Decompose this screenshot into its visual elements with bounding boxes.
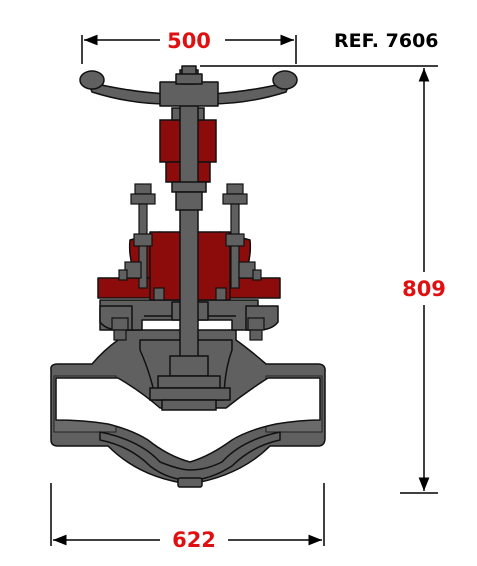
handwheel-dimension: [81, 34, 297, 64]
height-dimension-label: 809: [402, 277, 446, 301]
handwheel: [79, 65, 298, 107]
reference-code: REF. 7606: [334, 30, 439, 52]
studs: [111, 183, 265, 341]
handwheel-dimension-label: 500: [167, 29, 211, 53]
height-dimension: [200, 65, 438, 494]
length-dimension-label: 622: [172, 528, 216, 552]
valve-stem: [149, 69, 231, 411]
length-dimension: [50, 483, 325, 546]
